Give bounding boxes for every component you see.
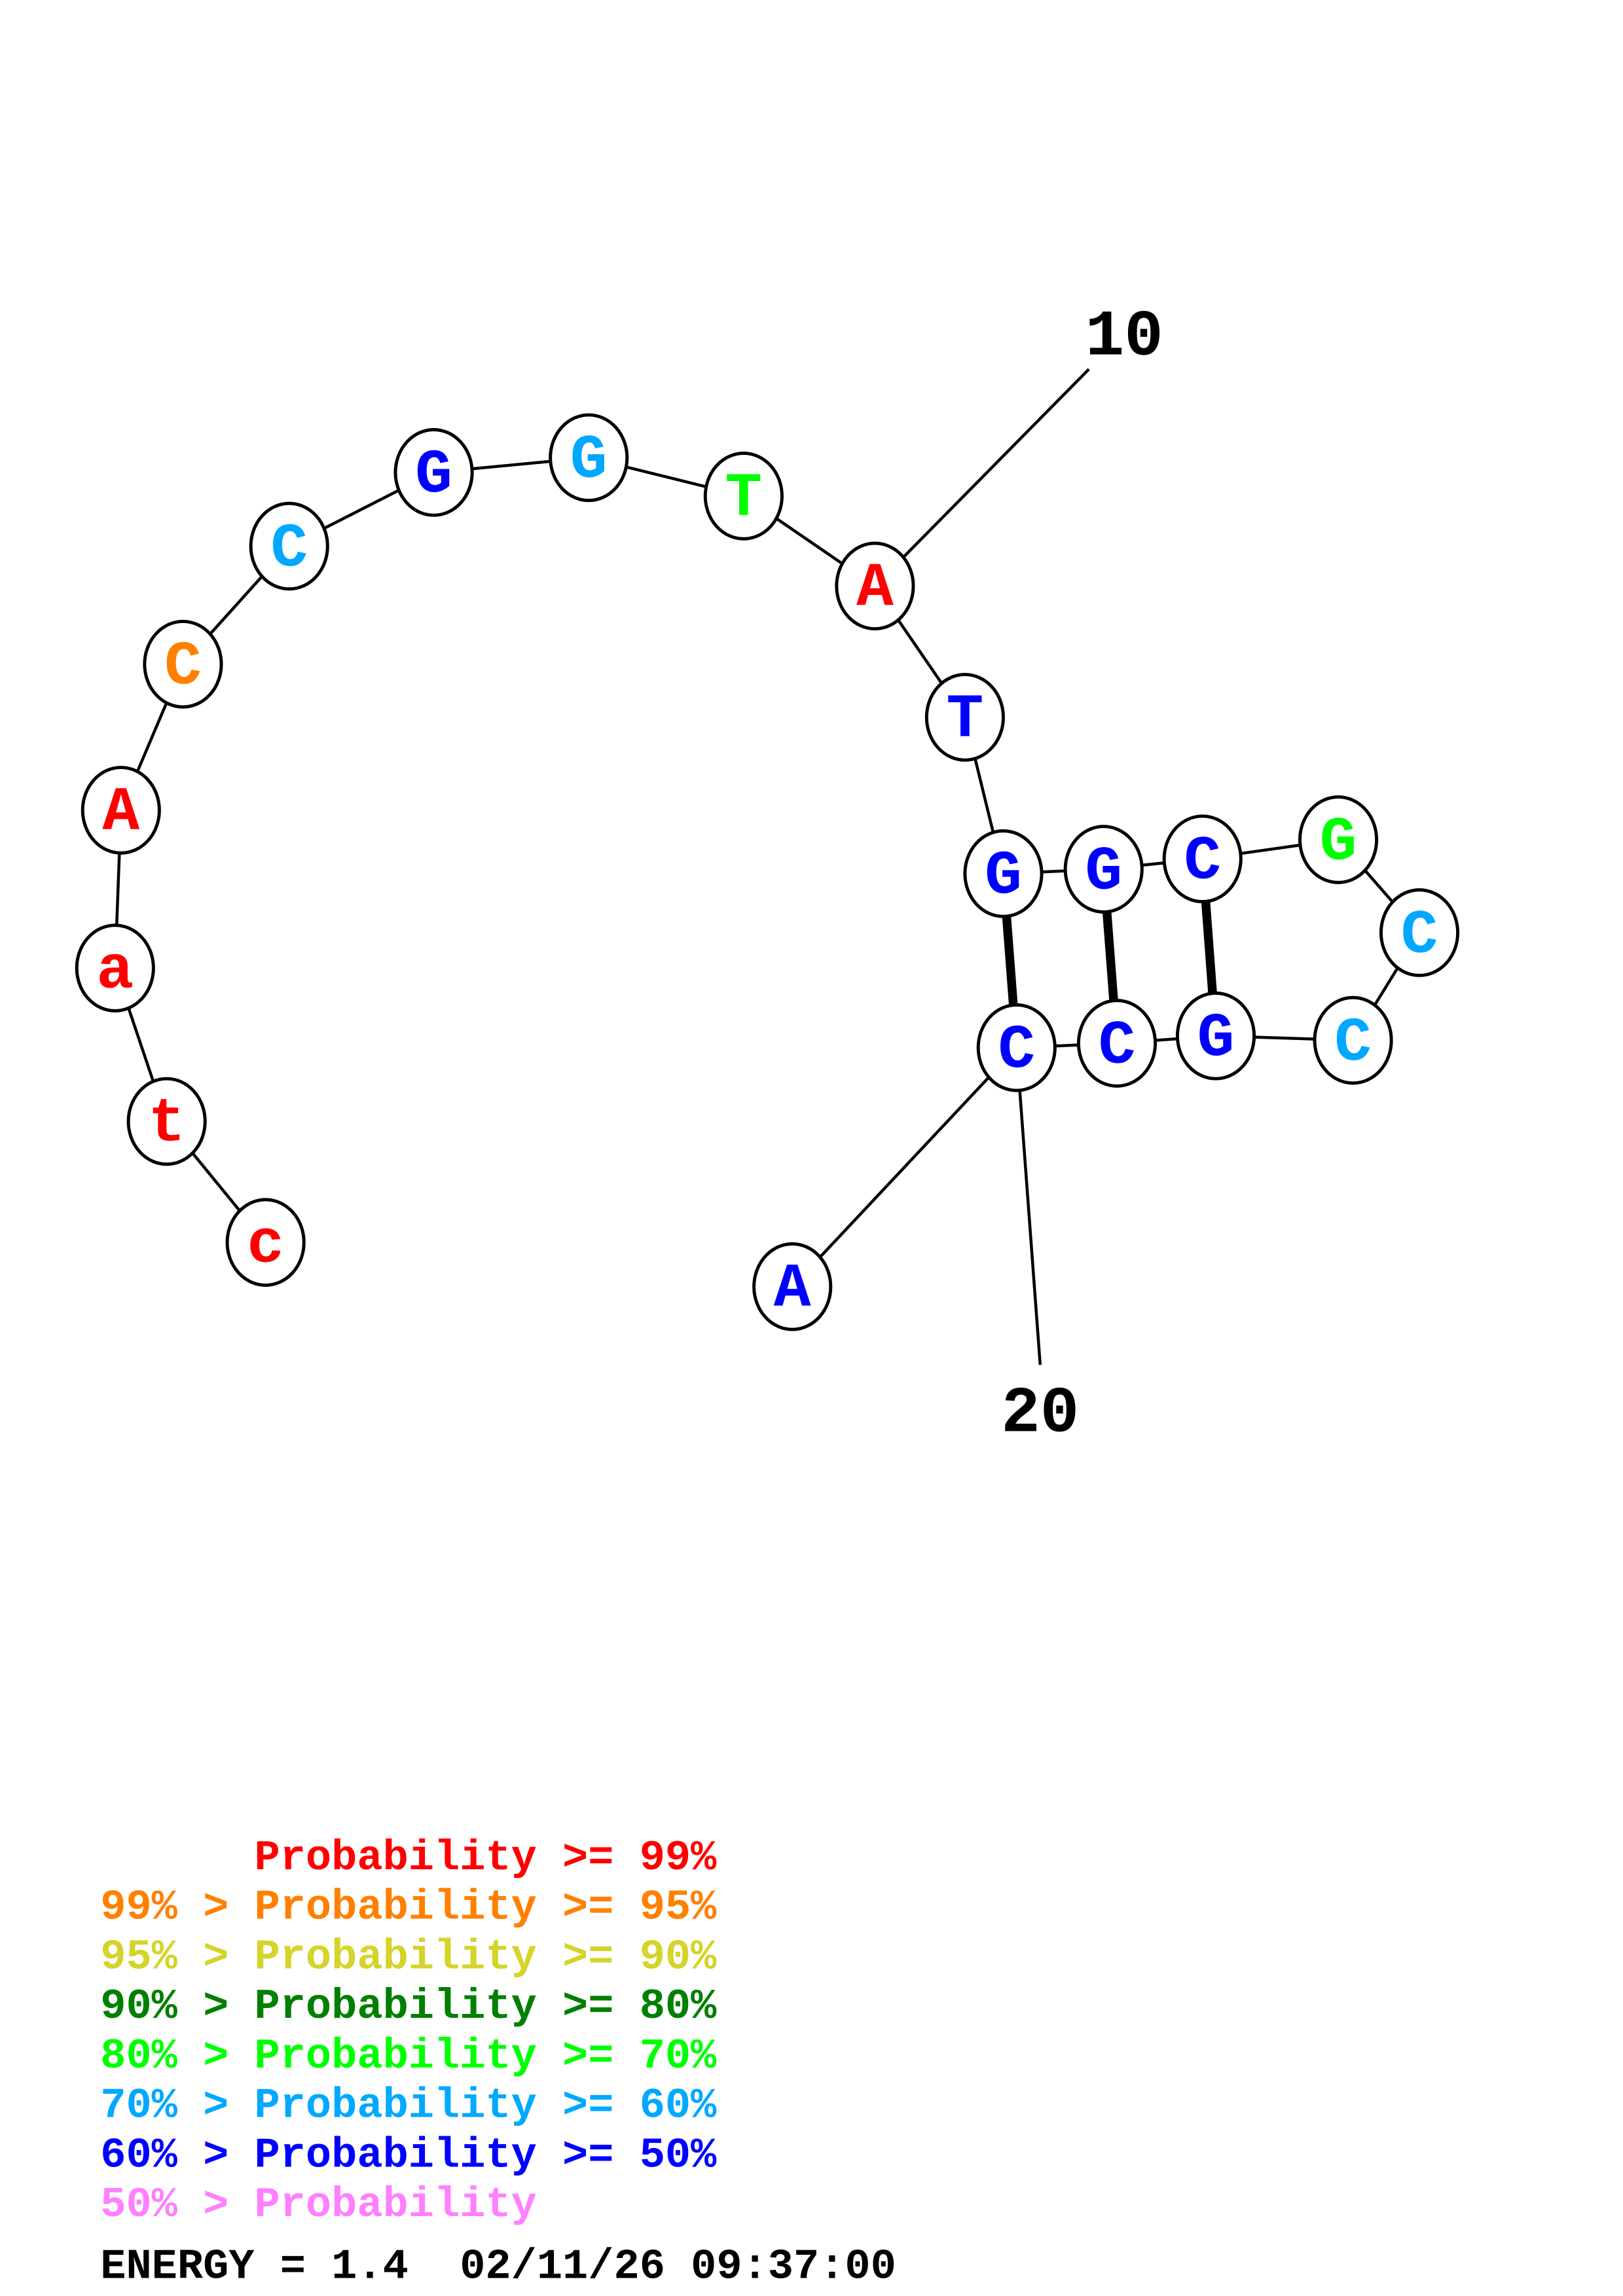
nucleotide-letter: C bbox=[1334, 1009, 1372, 1079]
nucleotide-letter: t bbox=[148, 1090, 185, 1160]
nucleotide-letter: G bbox=[1320, 808, 1357, 878]
nucleotide-21: A bbox=[752, 1242, 833, 1331]
nucleotide-circle bbox=[75, 924, 155, 1013]
nucleotide-14: C bbox=[1162, 814, 1243, 904]
nucleotide-letter: c bbox=[247, 1211, 284, 1281]
position-tick bbox=[1015, 1047, 1042, 1365]
nucleotide-circle bbox=[963, 829, 1044, 918]
nucleotide-17: C bbox=[1313, 996, 1393, 1085]
nucleotide-circle bbox=[752, 1242, 833, 1331]
nucleotide-letter: G bbox=[1085, 837, 1122, 907]
nucleotide-16: C bbox=[1379, 888, 1460, 977]
legend-item: 60% > Probability >= 50% bbox=[100, 2131, 717, 2179]
position-label: 10 bbox=[1085, 300, 1163, 374]
nucleotide-letter: C bbox=[1099, 1011, 1136, 1081]
nucleotide-letter: A bbox=[856, 554, 894, 624]
nucleotide-circle bbox=[703, 452, 784, 541]
nucleotide-20: C bbox=[976, 1003, 1057, 1092]
nucleotide-circle bbox=[126, 1077, 207, 1166]
nucleotide-letter: T bbox=[946, 685, 983, 755]
nucleotide-1: c bbox=[225, 1198, 306, 1287]
nucleotide-circle bbox=[225, 1198, 306, 1287]
legend-item: 95% > Probability >= 90% bbox=[100, 1933, 717, 1981]
nucleotide-circle bbox=[835, 541, 915, 631]
legend-item: Probability >= 99% bbox=[100, 1834, 717, 1882]
nucleotide-circle bbox=[1298, 795, 1379, 884]
nucleotide-letter: G bbox=[1197, 1004, 1235, 1074]
nucleotide-19: C bbox=[1076, 999, 1158, 1088]
nucleotide-circle bbox=[924, 673, 1005, 762]
legend-item: 90% > Probability >= 80% bbox=[100, 1982, 717, 2031]
nucleotide-7: G bbox=[393, 428, 474, 517]
nucleotide-11: T bbox=[924, 673, 1005, 762]
nucleotide-15: G bbox=[1298, 795, 1379, 884]
legend-item: 80% > Probability >= 70% bbox=[100, 2032, 717, 2081]
nucleotide-letter: A bbox=[774, 1255, 811, 1325]
nucleotide-5: C bbox=[143, 619, 223, 709]
nucleotide-4: A bbox=[81, 766, 161, 855]
nucleotide-letter: A bbox=[102, 778, 139, 848]
nucleotide-letter: G bbox=[985, 842, 1022, 912]
nucleotide-8: G bbox=[549, 413, 629, 503]
nucleotide-9: T bbox=[703, 452, 784, 541]
nucleotide-circle bbox=[249, 501, 329, 591]
legend-item: 99% > Probability >= 95% bbox=[100, 1884, 717, 1932]
nucleotide-letter: G bbox=[415, 440, 452, 511]
nucleotide-circle bbox=[81, 766, 161, 855]
nucleotide-letter: C bbox=[1184, 827, 1221, 897]
energy-timestamp: ENERGY = 1.4 02/11/26 09:37:00 bbox=[100, 2242, 896, 2291]
nucleotide-10: A bbox=[835, 541, 915, 631]
nucleotide-letter: T bbox=[725, 464, 762, 534]
nucleotide-circle bbox=[1379, 888, 1460, 977]
legend-item: 50% > Probability bbox=[100, 2181, 537, 2229]
nucleotide-letter: a bbox=[96, 936, 134, 1006]
backbone-link bbox=[791, 1047, 1018, 1288]
nucleotide-circle bbox=[1076, 999, 1158, 1088]
nucleotide-circle bbox=[143, 619, 223, 709]
nucleotide-18: G bbox=[1175, 991, 1256, 1081]
nucleotide-letter: C bbox=[164, 632, 202, 702]
nucleotide-circle bbox=[1313, 996, 1393, 1085]
position-label: 20 bbox=[1001, 1377, 1079, 1451]
nucleotide-letter: C bbox=[1401, 901, 1438, 971]
nucleotide-circle bbox=[393, 428, 474, 517]
nucleotide-circle bbox=[1063, 825, 1144, 914]
legend-item: 70% > Probability >= 60% bbox=[100, 2082, 717, 2130]
nucleotide-circle bbox=[1175, 991, 1256, 1081]
nucleotide-13: G bbox=[1063, 825, 1144, 914]
nucleotide-6: C bbox=[249, 501, 329, 591]
nucleotide-circle bbox=[976, 1003, 1057, 1092]
position-labels: 10 20 bbox=[873, 300, 1163, 1451]
nucleotide-letter: C bbox=[998, 1016, 1035, 1086]
position-tick bbox=[873, 368, 1090, 587]
nucleotide-letter: G bbox=[570, 426, 608, 496]
nucleotide-2: t bbox=[126, 1077, 207, 1166]
nucleotide-letter: C bbox=[270, 514, 308, 584]
nucleotide-circle bbox=[1162, 814, 1243, 904]
nucleotide-3: a bbox=[75, 924, 155, 1013]
probability-legend: Probability >= 99%99% > Probability >= 9… bbox=[100, 1834, 717, 2229]
nucleotide-circle bbox=[549, 413, 629, 503]
nucleotide-12: G bbox=[963, 829, 1044, 918]
